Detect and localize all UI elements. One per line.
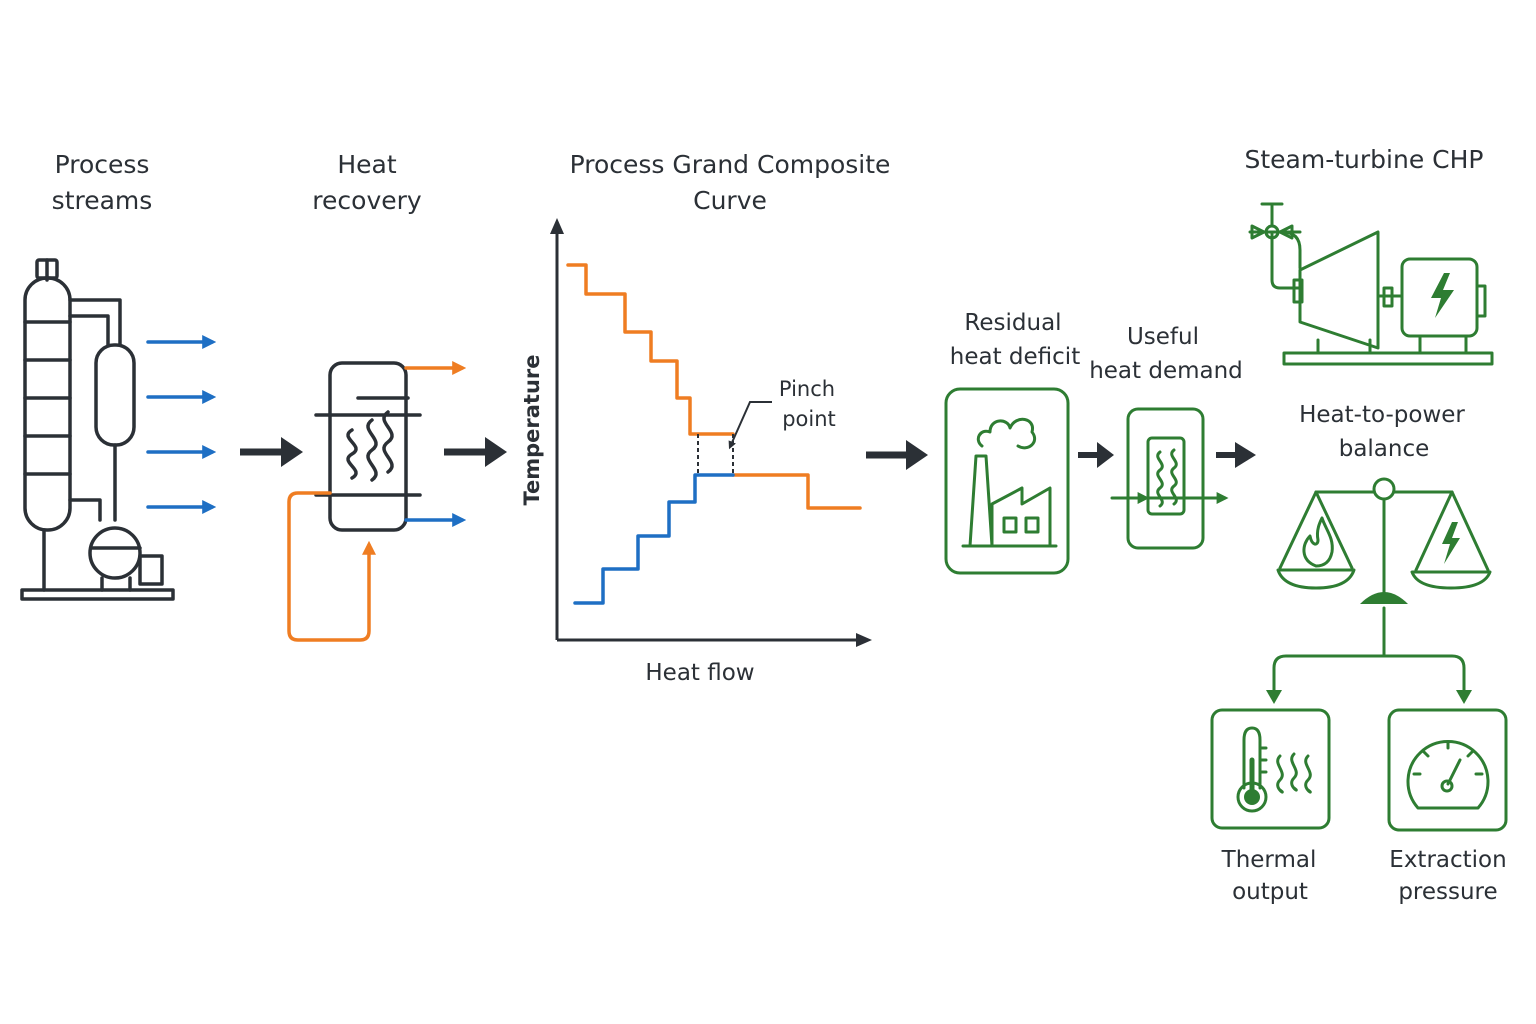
heat-to-power-balance-label: Heat-to-power balance: [1299, 402, 1465, 462]
lightning-icon: [1431, 273, 1454, 318]
svg-text:recovery: recovery: [312, 186, 422, 215]
residual-heat-deficit-label: Residual heat deficit: [950, 310, 1080, 370]
recycle-loop-arrow: [287, 491, 376, 642]
heat-exchanger-coil-icon: [1110, 436, 1229, 516]
svg-text:Thermal: Thermal: [1221, 847, 1317, 873]
svg-text:Heat: Heat: [337, 150, 396, 179]
svg-text:streams: streams: [52, 186, 153, 215]
heat-exchanger-icon: [314, 361, 422, 532]
cold-composite-curve: [573, 473, 735, 605]
svg-text:output: output: [1232, 879, 1308, 905]
svg-text:Curve: Curve: [693, 186, 767, 215]
hot-composite-curve: [566, 263, 735, 436]
svg-text:Pinch: Pinch: [779, 377, 835, 401]
balance-scale-icon: [1276, 477, 1492, 604]
extraction-pressure-label: Extraction pressure: [1389, 847, 1506, 905]
useful-heat-demand-box: [1110, 407, 1229, 550]
svg-text:balance: balance: [1339, 436, 1430, 462]
gcc-title: Process Grand Composite Curve: [570, 150, 891, 215]
useful-heat-demand-label: Useful heat demand: [1089, 324, 1243, 384]
residual-heat-deficit-box: [944, 387, 1070, 575]
flow-arrow: [1216, 442, 1256, 468]
svg-text:Process Grand Composite: Process Grand Composite: [570, 150, 891, 179]
process-streams-label: Process streams: [52, 150, 153, 215]
svg-text:Residual: Residual: [964, 310, 1061, 336]
heat-wave: [1276, 754, 1284, 794]
x-axis-label: Heat flow: [645, 660, 754, 686]
thermal-output-box: [1210, 708, 1331, 830]
flow-arrow: [866, 440, 928, 470]
pinch-point-label: Pinch point: [779, 377, 836, 431]
y-axis-label: Temperature: [520, 354, 544, 505]
flow-arrow: [1078, 442, 1114, 468]
heat-recovery-label: Heat recovery: [312, 150, 422, 215]
svg-text:heat demand: heat demand: [1089, 358, 1243, 384]
heat-wave: [1304, 754, 1312, 794]
svg-text:Process: Process: [55, 150, 150, 179]
lightning-icon: [1442, 522, 1460, 564]
steam-turbine-generator-icon: [1248, 202, 1494, 366]
heat-surplus-line: [731, 473, 862, 510]
thermometer-icon: [1236, 726, 1268, 813]
steam-turbine-chp-label: Steam-turbine CHP: [1245, 145, 1484, 174]
flame-icon: [1302, 516, 1334, 568]
distillation-column-icon: [20, 258, 175, 601]
svg-text:Heat-to-power: Heat-to-power: [1299, 402, 1465, 428]
thermal-output-label: Thermal output: [1221, 847, 1317, 905]
flow-arrow: [240, 437, 303, 467]
svg-text:pressure: pressure: [1398, 879, 1497, 905]
factory-icon: [961, 417, 1058, 548]
svg-text:heat deficit: heat deficit: [950, 344, 1080, 370]
svg-text:Extraction: Extraction: [1389, 847, 1506, 873]
svg-text:point: point: [782, 407, 836, 431]
svg-text:Useful: Useful: [1127, 324, 1199, 350]
pinch-pointer: [728, 401, 772, 450]
balance-branch-connector: [1266, 606, 1472, 704]
heat-wave: [1290, 752, 1298, 792]
pressure-gauge-icon: [1406, 740, 1490, 810]
extraction-pressure-box: [1387, 708, 1508, 832]
flow-arrow: [444, 437, 507, 467]
process-stream-arrows: [146, 335, 217, 514]
gcc-axes: [550, 218, 872, 647]
